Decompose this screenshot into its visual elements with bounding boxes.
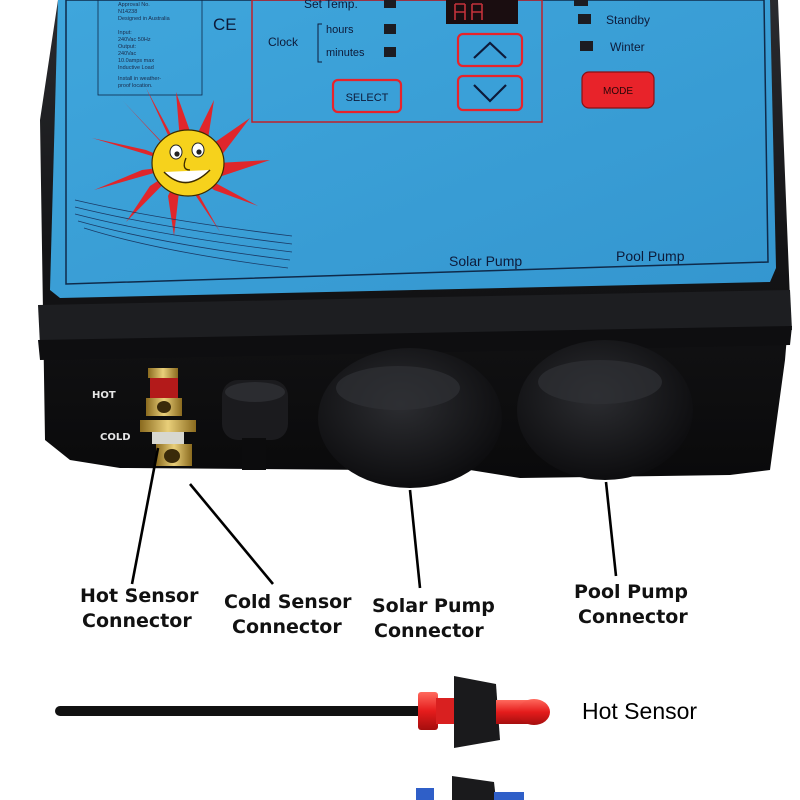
standby-label: Standby	[606, 13, 650, 27]
set-temp-led	[384, 0, 396, 8]
pool-pump-connector-cap[interactable]	[517, 340, 693, 480]
select-button[interactable]: SELECT	[331, 78, 403, 114]
down-button[interactable]	[456, 74, 524, 112]
hours-label: hours	[326, 24, 354, 36]
svg-text:Connector: Connector	[82, 610, 192, 632]
standby-led	[578, 14, 591, 24]
svg-text:Designed in Australia: Designed in Australia	[118, 16, 171, 22]
svg-text:MODE: MODE	[603, 86, 633, 97]
cold-sensor-probe-partial	[416, 776, 524, 800]
hot-label: HOT	[92, 390, 116, 401]
svg-text:Pool Pump: Pool Pump	[574, 581, 688, 603]
callout-pool-pump-connector: Pool Pump Connector	[574, 581, 688, 628]
pool-pump-label: Pool Pump	[616, 248, 685, 264]
hot-sensor-label: Hot Sensor	[582, 698, 697, 724]
svg-text:Connector: Connector	[374, 620, 484, 642]
up-button[interactable]	[456, 32, 524, 68]
front-panel: Approval No. N14238 Designed in Australi…	[50, 0, 776, 298]
svg-text:Hot Sensor: Hot Sensor	[80, 585, 199, 607]
svg-text:Install in weather-: Install in weather-	[118, 76, 161, 82]
svg-text:proof location.: proof location.	[118, 83, 153, 89]
svg-text:Input:: Input:	[118, 30, 132, 36]
callout-lines	[130, 447, 618, 589]
digit-display	[446, 0, 518, 24]
hot-sensor-rca-jack[interactable]	[146, 368, 182, 416]
cold-label: COLD	[100, 432, 131, 443]
cold-sensor-rca-jack[interactable]	[140, 420, 196, 466]
power-cable-gland	[222, 380, 288, 470]
minutes-label: minutes	[326, 47, 365, 59]
chevron-up-icon	[473, 41, 507, 59]
mode-button[interactable]: MODE	[581, 71, 655, 109]
callout-solar-pump-connector: Solar Pump Connector	[372, 595, 495, 642]
svg-text:240Vac 50Hz: 240Vac 50Hz	[118, 37, 151, 43]
set-temp-label: Set Temp.	[304, 0, 358, 11]
svg-text:Output:: Output:	[118, 44, 137, 50]
control-box	[251, 0, 543, 123]
winter-led	[580, 41, 593, 51]
clock-label: Clock	[268, 35, 299, 49]
solar-pump-label: Solar Pump	[449, 253, 522, 269]
svg-text:Approval No.: Approval No.	[118, 2, 150, 8]
ce-mark: CE	[213, 15, 237, 34]
winter-label: Winter	[610, 40, 645, 54]
svg-text:Solar Pump: Solar Pump	[372, 595, 495, 617]
solar-pump-connector-cap[interactable]	[318, 348, 502, 488]
svg-text:Cold Sensor: Cold Sensor	[224, 591, 352, 613]
hours-led	[384, 24, 396, 34]
svg-text:240Vac: 240Vac	[118, 51, 136, 57]
sun-mascot-logo	[74, 88, 293, 269]
hot-sensor-probe	[55, 676, 550, 748]
callout-hot-sensor-connector: Hot Sensor Connector	[80, 585, 199, 632]
svg-text:Connector: Connector	[232, 616, 342, 638]
svg-text:N14238: N14238	[118, 9, 137, 15]
chevron-down-icon	[473, 84, 507, 103]
spec-text: Approval No. N14238 Designed in Australi…	[97, 0, 203, 96]
svg-text:Connector: Connector	[578, 606, 688, 628]
svg-text:Inductive Load: Inductive Load	[118, 65, 154, 71]
svg-text:SELECT: SELECT	[346, 92, 389, 104]
svg-text:10.0amps max: 10.0amps max	[118, 58, 154, 64]
indicator-led-top	[574, 0, 588, 6]
callout-cold-sensor-connector: Cold Sensor Connector	[224, 591, 352, 638]
minutes-led	[384, 47, 396, 57]
